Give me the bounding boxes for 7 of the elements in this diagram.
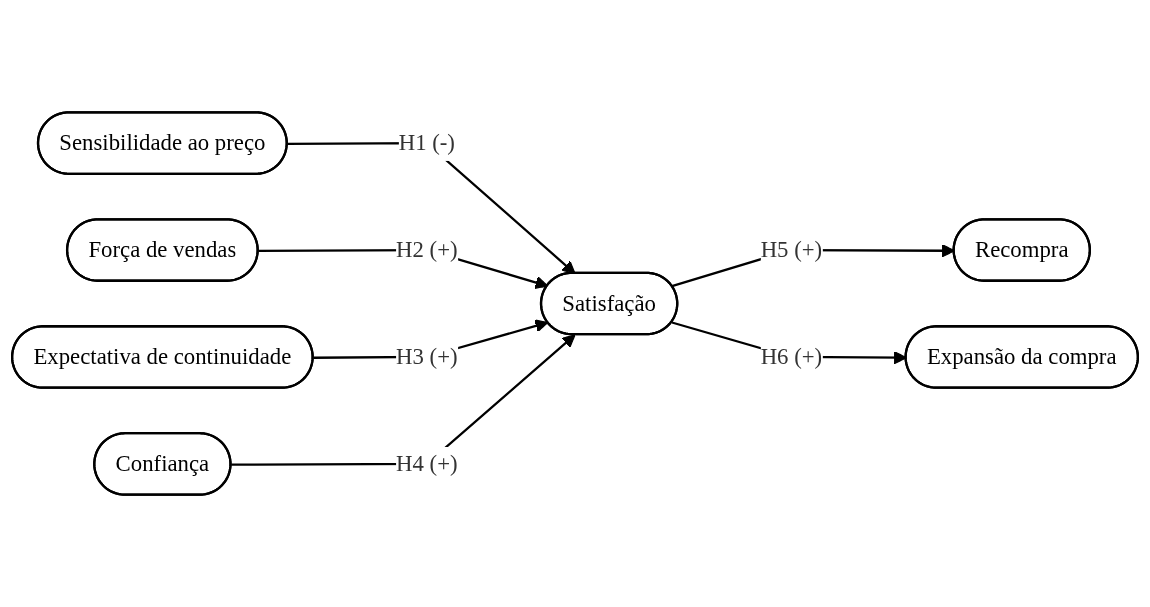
- edge-label: H6 (+): [760, 344, 823, 369]
- edge-label: H5 (+): [760, 237, 823, 262]
- edge-label: H4 (+): [396, 451, 458, 476]
- edge-label: H3 (+): [396, 344, 458, 369]
- edge-label: H2 (+): [396, 237, 458, 262]
- edge-label: H1 (-): [398, 130, 455, 155]
- arrow: [231, 334, 576, 466]
